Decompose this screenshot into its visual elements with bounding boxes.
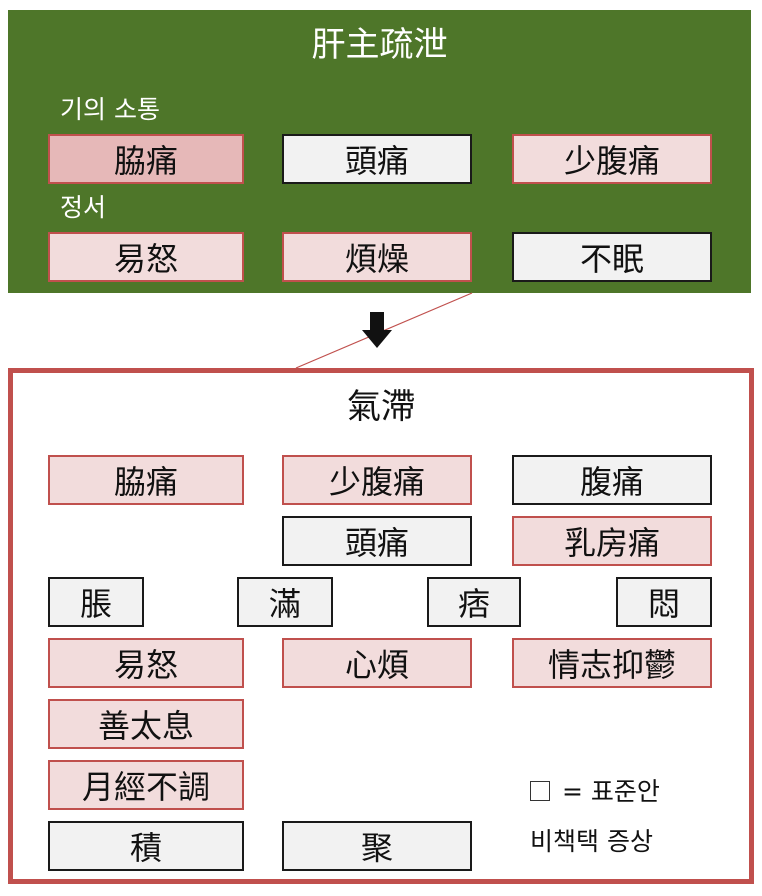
legend-text-1: = 표준안 <box>562 777 660 806</box>
bottom-box-sobokt-ong: 少腹痛 <box>282 455 472 505</box>
bottom-box-simbeon: 心煩 <box>282 638 472 688</box>
section-label-emotion: 정서 <box>60 193 107 222</box>
top-box-sobokt-ong: 少腹痛 <box>512 134 712 184</box>
bottom-box-man: 滿 <box>237 577 333 627</box>
bottom-box-min: 悶 <box>616 577 712 627</box>
empty-square-icon <box>530 781 550 801</box>
down-arrow-icon <box>362 312 392 348</box>
top-box-dutong: 頭痛 <box>282 134 472 184</box>
top-title: 肝主疏泄 <box>311 25 448 65</box>
bottom-box-jeongji-eogul: 情志抑鬱 <box>512 638 712 688</box>
bottom-box-dutong: 頭痛 <box>282 516 472 566</box>
top-box-inu: 易怒 <box>48 232 244 282</box>
top-box-hyeopt-ong: 脇痛 <box>48 134 244 184</box>
bottom-box-chang: 脹 <box>48 577 144 627</box>
bottom-title: 氣滯 <box>347 387 415 427</box>
bottom-box-bi: 痞 <box>427 577 521 627</box>
bottom-box-hyeoptong: 脇痛 <box>48 455 244 505</box>
top-box-beonjo: 煩燥 <box>282 232 472 282</box>
top-box-bulmyeon: 不眠 <box>512 232 712 282</box>
bottom-box-wolgyeong-bulio: 月經不調 <box>48 760 244 810</box>
bottom-box-boktong: 腹痛 <box>512 455 712 505</box>
bottom-box-jeok: 積 <box>48 821 244 871</box>
bottom-box-inu: 易怒 <box>48 638 244 688</box>
bottom-box-seontaesik: 善太息 <box>48 699 244 749</box>
legend-line-2: 비책택 증상 <box>530 827 653 856</box>
bottom-box-yubangt-ong: 乳房痛 <box>512 516 712 566</box>
section-label-qi: 기의 소통 <box>60 95 160 124</box>
legend-line-1: = 표준안 <box>530 776 660 808</box>
bottom-box-chwi: 聚 <box>282 821 472 871</box>
